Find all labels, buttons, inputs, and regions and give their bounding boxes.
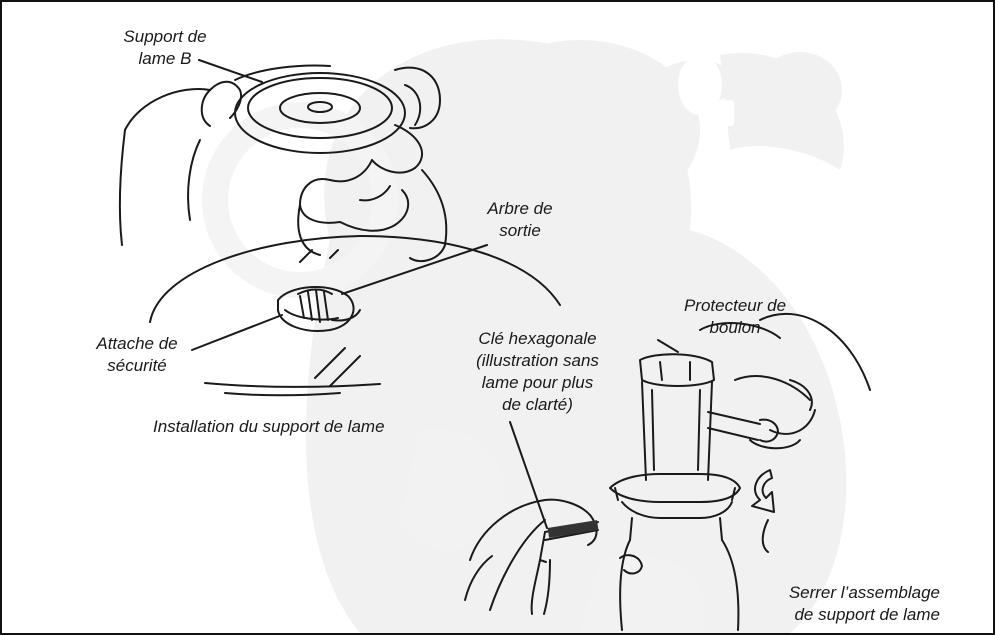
leader-attache xyxy=(192,315,282,350)
label-attache-de-securite: Attache de sécurité xyxy=(72,333,202,377)
leader-protecteur xyxy=(658,340,678,352)
label-protecteur-de-boulon: Protecteur de boulon xyxy=(650,295,820,339)
label-support-b: Support de lame B xyxy=(100,26,230,70)
hand-holding-support-illustration xyxy=(120,66,446,262)
caption-serrer-assemblage: Serrer l’assemblage de support de lame xyxy=(755,582,940,626)
caption-installation: Installation du support de lame xyxy=(153,416,385,438)
leader-arbre xyxy=(342,245,487,294)
label-arbre-de-sortie: Arbre de sortie xyxy=(455,198,585,242)
leader-cle xyxy=(510,422,547,528)
label-cle-hexagonale: Clé hexagonale (illustration sans lame p… xyxy=(455,328,620,416)
